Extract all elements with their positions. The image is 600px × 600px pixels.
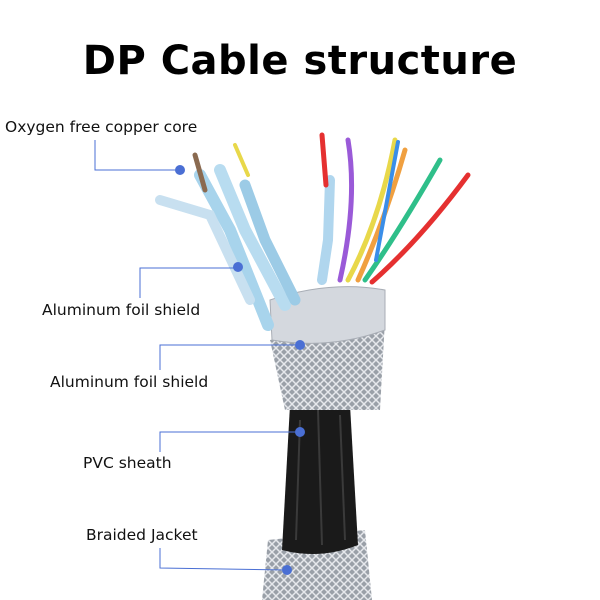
colored-wires (192, 132, 471, 285)
dot-pvc-sheath (295, 427, 305, 437)
foil-pairs (155, 164, 335, 331)
page-title: DP Cable structure (82, 38, 518, 84)
dot-foil-shield-1 (233, 262, 243, 272)
dot-copper-core (175, 165, 185, 175)
dot-foil-shield-2 (295, 340, 305, 350)
label-copper-core: Oxygen free copper core (5, 118, 198, 136)
leader-lines (94, 140, 300, 571)
label-foil-shield-1: Aluminum foil shield (42, 301, 201, 319)
label-pvc-sheath: PVC sheath (83, 454, 172, 472)
dot-braided-jacket (282, 565, 292, 575)
leader-dots (175, 165, 305, 575)
label-foil-shield-2: Aluminum foil shield (50, 373, 209, 391)
label-braided-jacket: Braided Jacket (86, 526, 198, 544)
